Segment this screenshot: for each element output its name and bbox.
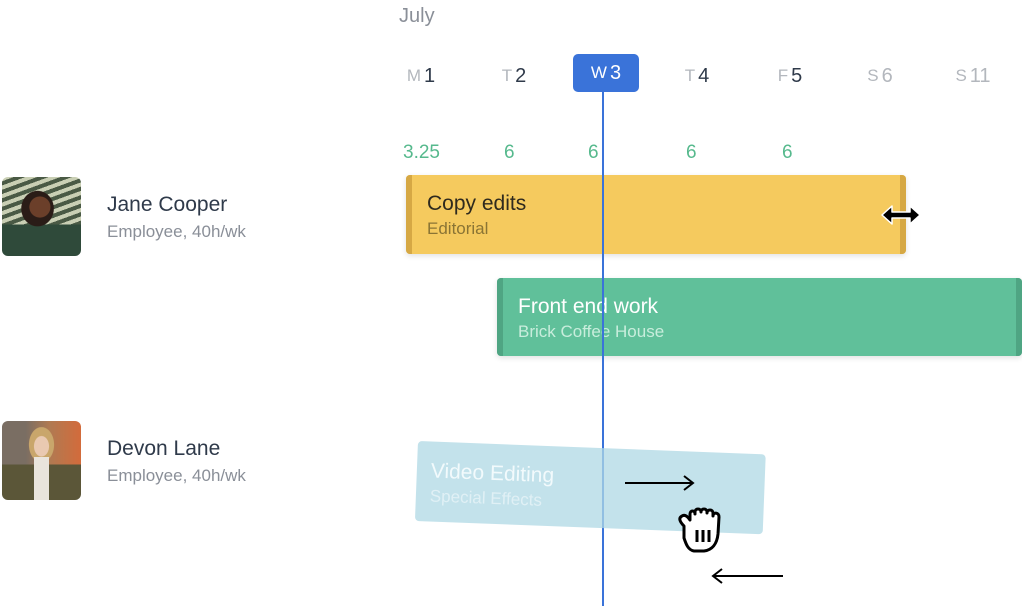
- task-subtitle: Editorial: [427, 219, 489, 238]
- day-header-sat[interactable]: S 6: [847, 61, 913, 91]
- task-bar-copy-edits[interactable]: Copy edits Editorial: [406, 175, 906, 254]
- day-number: 2: [515, 64, 527, 87]
- resize-handle-left[interactable]: [497, 278, 503, 356]
- daily-hours-wed: 6: [588, 142, 599, 163]
- person-role: Employee, 40h/wk: [107, 222, 246, 241]
- day-of-week: F: [777, 66, 789, 85]
- day-of-week: M: [406, 66, 422, 85]
- arrow-right-icon: [625, 475, 695, 491]
- day-number: 6: [881, 64, 893, 87]
- day-header-today[interactable]: W 3: [573, 54, 639, 92]
- resize-handle-right[interactable]: [1016, 278, 1022, 356]
- day-of-week: T: [501, 66, 513, 85]
- task-title: Front end work: [518, 295, 659, 318]
- avatar-jane-cooper[interactable]: [2, 177, 81, 256]
- person-role: Employee, 40h/wk: [107, 466, 246, 485]
- resize-horizontal-cursor-icon: [881, 205, 921, 225]
- grab-hand-cursor-icon: [678, 507, 721, 553]
- day-number: 4: [698, 64, 710, 87]
- avatar-devon-lane[interactable]: [2, 421, 81, 500]
- task-subtitle: Brick Coffee House: [518, 322, 665, 341]
- person-name: Devon Lane: [107, 437, 221, 460]
- day-of-week: S: [867, 66, 879, 85]
- task-title: Video Editing: [430, 459, 555, 488]
- daily-hours-mon: 3.25: [403, 142, 440, 163]
- daily-hours-tue: 6: [504, 142, 515, 163]
- task-subtitle: Special Effects: [429, 486, 543, 510]
- month-label: July: [399, 5, 435, 27]
- daily-hours-thu: 6: [686, 142, 697, 163]
- day-of-week: S: [955, 66, 967, 85]
- daily-hours-fri: 6: [782, 142, 793, 163]
- day-header-mon[interactable]: M 1: [388, 61, 454, 91]
- today-indicator-line: [602, 92, 604, 606]
- day-of-week: T: [684, 66, 696, 85]
- task-bar-front-end-work[interactable]: Front end work Brick Coffee House: [497, 278, 1022, 356]
- arrow-left-icon: [711, 568, 783, 584]
- day-header-fri[interactable]: F 5: [757, 61, 823, 91]
- day-header-sun[interactable]: S 11: [940, 61, 1006, 91]
- day-header-tue[interactable]: T 2: [481, 61, 547, 91]
- person-name: Jane Cooper: [107, 193, 228, 216]
- resize-handle-left[interactable]: [406, 175, 412, 254]
- task-title: Copy edits: [427, 192, 527, 215]
- day-header-thu[interactable]: T 4: [664, 61, 730, 91]
- day-number: 5: [791, 64, 803, 87]
- day-number: 11: [969, 64, 991, 87]
- day-number: 1: [424, 64, 436, 87]
- day-number: 3: [609, 61, 622, 84]
- day-of-week: W: [590, 63, 607, 82]
